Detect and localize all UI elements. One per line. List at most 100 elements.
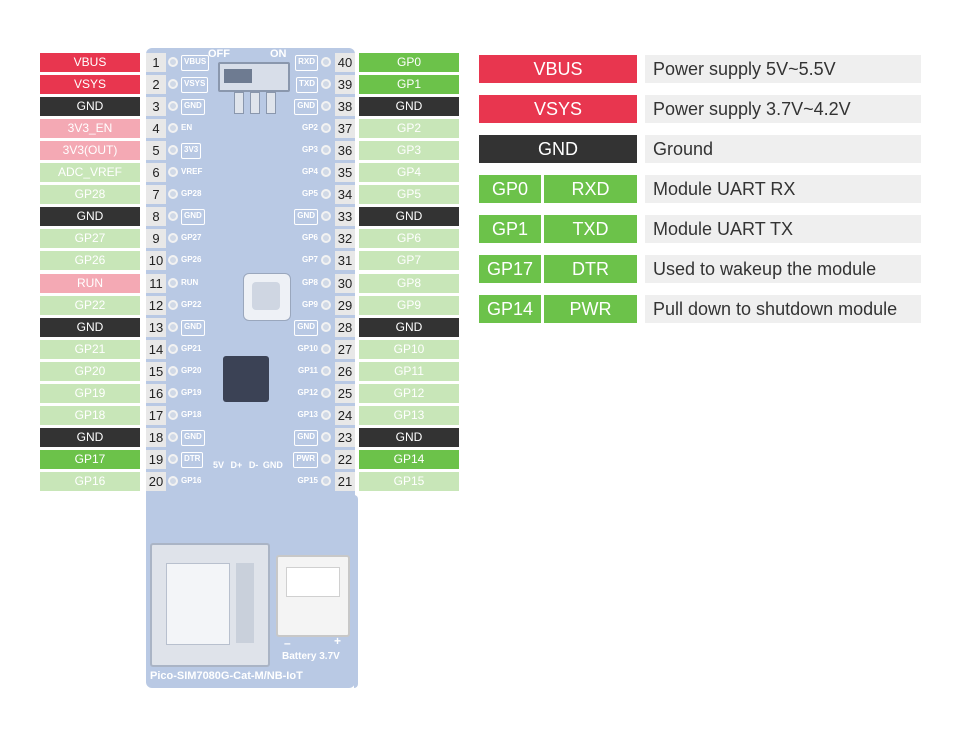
left-pin-label: GP21 [40,340,140,359]
left-pin-number: 15 [146,362,166,381]
right-pin-number: 39 [335,75,355,94]
right-pin-label: GP4 [359,163,459,182]
right-pin-number: 32 [335,229,355,248]
right-silk-label: GND [294,320,318,336]
right-pin-label: GP13 [359,406,459,425]
legend-description: Power supply 5V~5.5V [645,55,921,83]
right-pin-label: GP5 [359,185,459,204]
battery-connector [276,555,350,637]
right-pin-pad [321,454,331,464]
legend-chip: GP1 [479,215,541,243]
legend-chip: GP17 [479,255,541,283]
legend-row: VBUS Power supply 5V~5.5V [479,55,921,83]
left-pin-label: GP22 [40,296,140,315]
inductor [243,273,291,321]
usb-dminus: D- [248,460,259,470]
right-silk-label: GND [294,430,318,446]
left-pin-pad [168,454,178,464]
battery-minus: – [284,636,291,650]
right-pin-pad [321,476,331,486]
right-silk-label: TXD [296,77,318,93]
left-silk-label: GND [181,99,205,115]
left-pin-pad [168,101,178,111]
left-silk-label: GP28 [181,189,202,198]
right-pin-number: 25 [335,384,355,403]
battery-label: Battery 3.7V [282,651,340,662]
left-pin-label: GP19 [40,384,140,403]
right-silk-label: GP6 [301,233,318,242]
left-pin-label: GP20 [40,362,140,381]
right-pin-number: 27 [335,340,355,359]
legend-description: Module UART RX [645,175,921,203]
left-pin-pad [168,366,178,376]
left-pin-number: 9 [146,229,166,248]
right-silk-label: GP15 [297,476,318,485]
right-silk-label: GND [294,99,318,115]
left-silk-label: GND [181,209,205,225]
right-pin-number: 28 [335,318,355,337]
board-notch [354,495,358,688]
left-pin-label: VSYS [40,75,140,94]
left-pin-pad [168,322,178,332]
legend-chip: TXD [544,215,637,243]
right-silk-label: GP10 [297,344,318,353]
right-pin-label: GP7 [359,251,459,270]
right-silk-label: RXD [295,55,318,71]
battery-plus: + [334,634,342,648]
left-silk-label: GP16 [181,476,202,485]
right-pin-pad [321,410,331,420]
left-pin-pad [168,57,178,67]
left-pin-label: GND [40,207,140,226]
legend-chip: RXD [544,175,637,203]
left-pin-number: 6 [146,163,166,182]
right-pin-number: 23 [335,428,355,447]
legend-chip: DTR [544,255,637,283]
left-pin-label: 3V3_EN [40,119,140,138]
usb-labels: 5V D+ D- GND [213,460,283,470]
left-silk-label: VREF [181,167,203,176]
right-pin-number: 37 [335,119,355,138]
left-pin-label: GP28 [40,185,140,204]
right-pin-number: 24 [335,406,355,425]
usb-5v: 5V [213,460,225,470]
power-switch[interactable] [218,62,290,92]
right-pin-label: GP11 [359,362,459,381]
left-pin-number: 19 [146,450,166,469]
right-pin-pad [321,366,331,376]
ic-chip [223,356,269,402]
legend-chip: GP14 [479,295,541,323]
right-pin-pad [321,211,331,221]
left-silk-label: EN [181,123,193,132]
left-silk-label: GP18 [181,410,202,419]
switch-off-label: OFF [208,48,230,60]
legend-description: Ground [645,135,921,163]
legend-chip: GP0 [479,175,541,203]
right-silk-label: GP9 [301,300,318,309]
left-silk-label: 3V3 [181,143,202,159]
right-silk-label: PWR [293,452,318,468]
legend-description: Power supply 3.7V~4.2V [645,95,921,123]
left-pin-pad [168,123,178,133]
left-pin-number: 14 [146,340,166,359]
right-pin-label: GND [359,207,459,226]
right-pin-number: 36 [335,141,355,160]
left-silk-label: GP27 [181,233,202,242]
right-pin-number: 21 [335,472,355,491]
left-pin-label: GP27 [40,229,140,248]
left-silk-label: GND [181,320,205,336]
left-pin-pad [168,344,178,354]
left-pin-pad [168,167,178,177]
legend-description: Pull down to shutdown module [645,295,921,323]
right-pin-label: GP0 [359,53,459,72]
left-pin-label: GND [40,428,140,447]
left-silk-label: GP22 [181,300,202,309]
left-pin-number: 13 [146,318,166,337]
right-pin-number: 29 [335,296,355,315]
left-pin-pad [168,476,178,486]
right-pin-label: GND [359,97,459,116]
left-pin-label: GP18 [40,406,140,425]
legend-chip: VBUS [479,55,637,83]
right-silk-label: GP4 [301,167,318,176]
